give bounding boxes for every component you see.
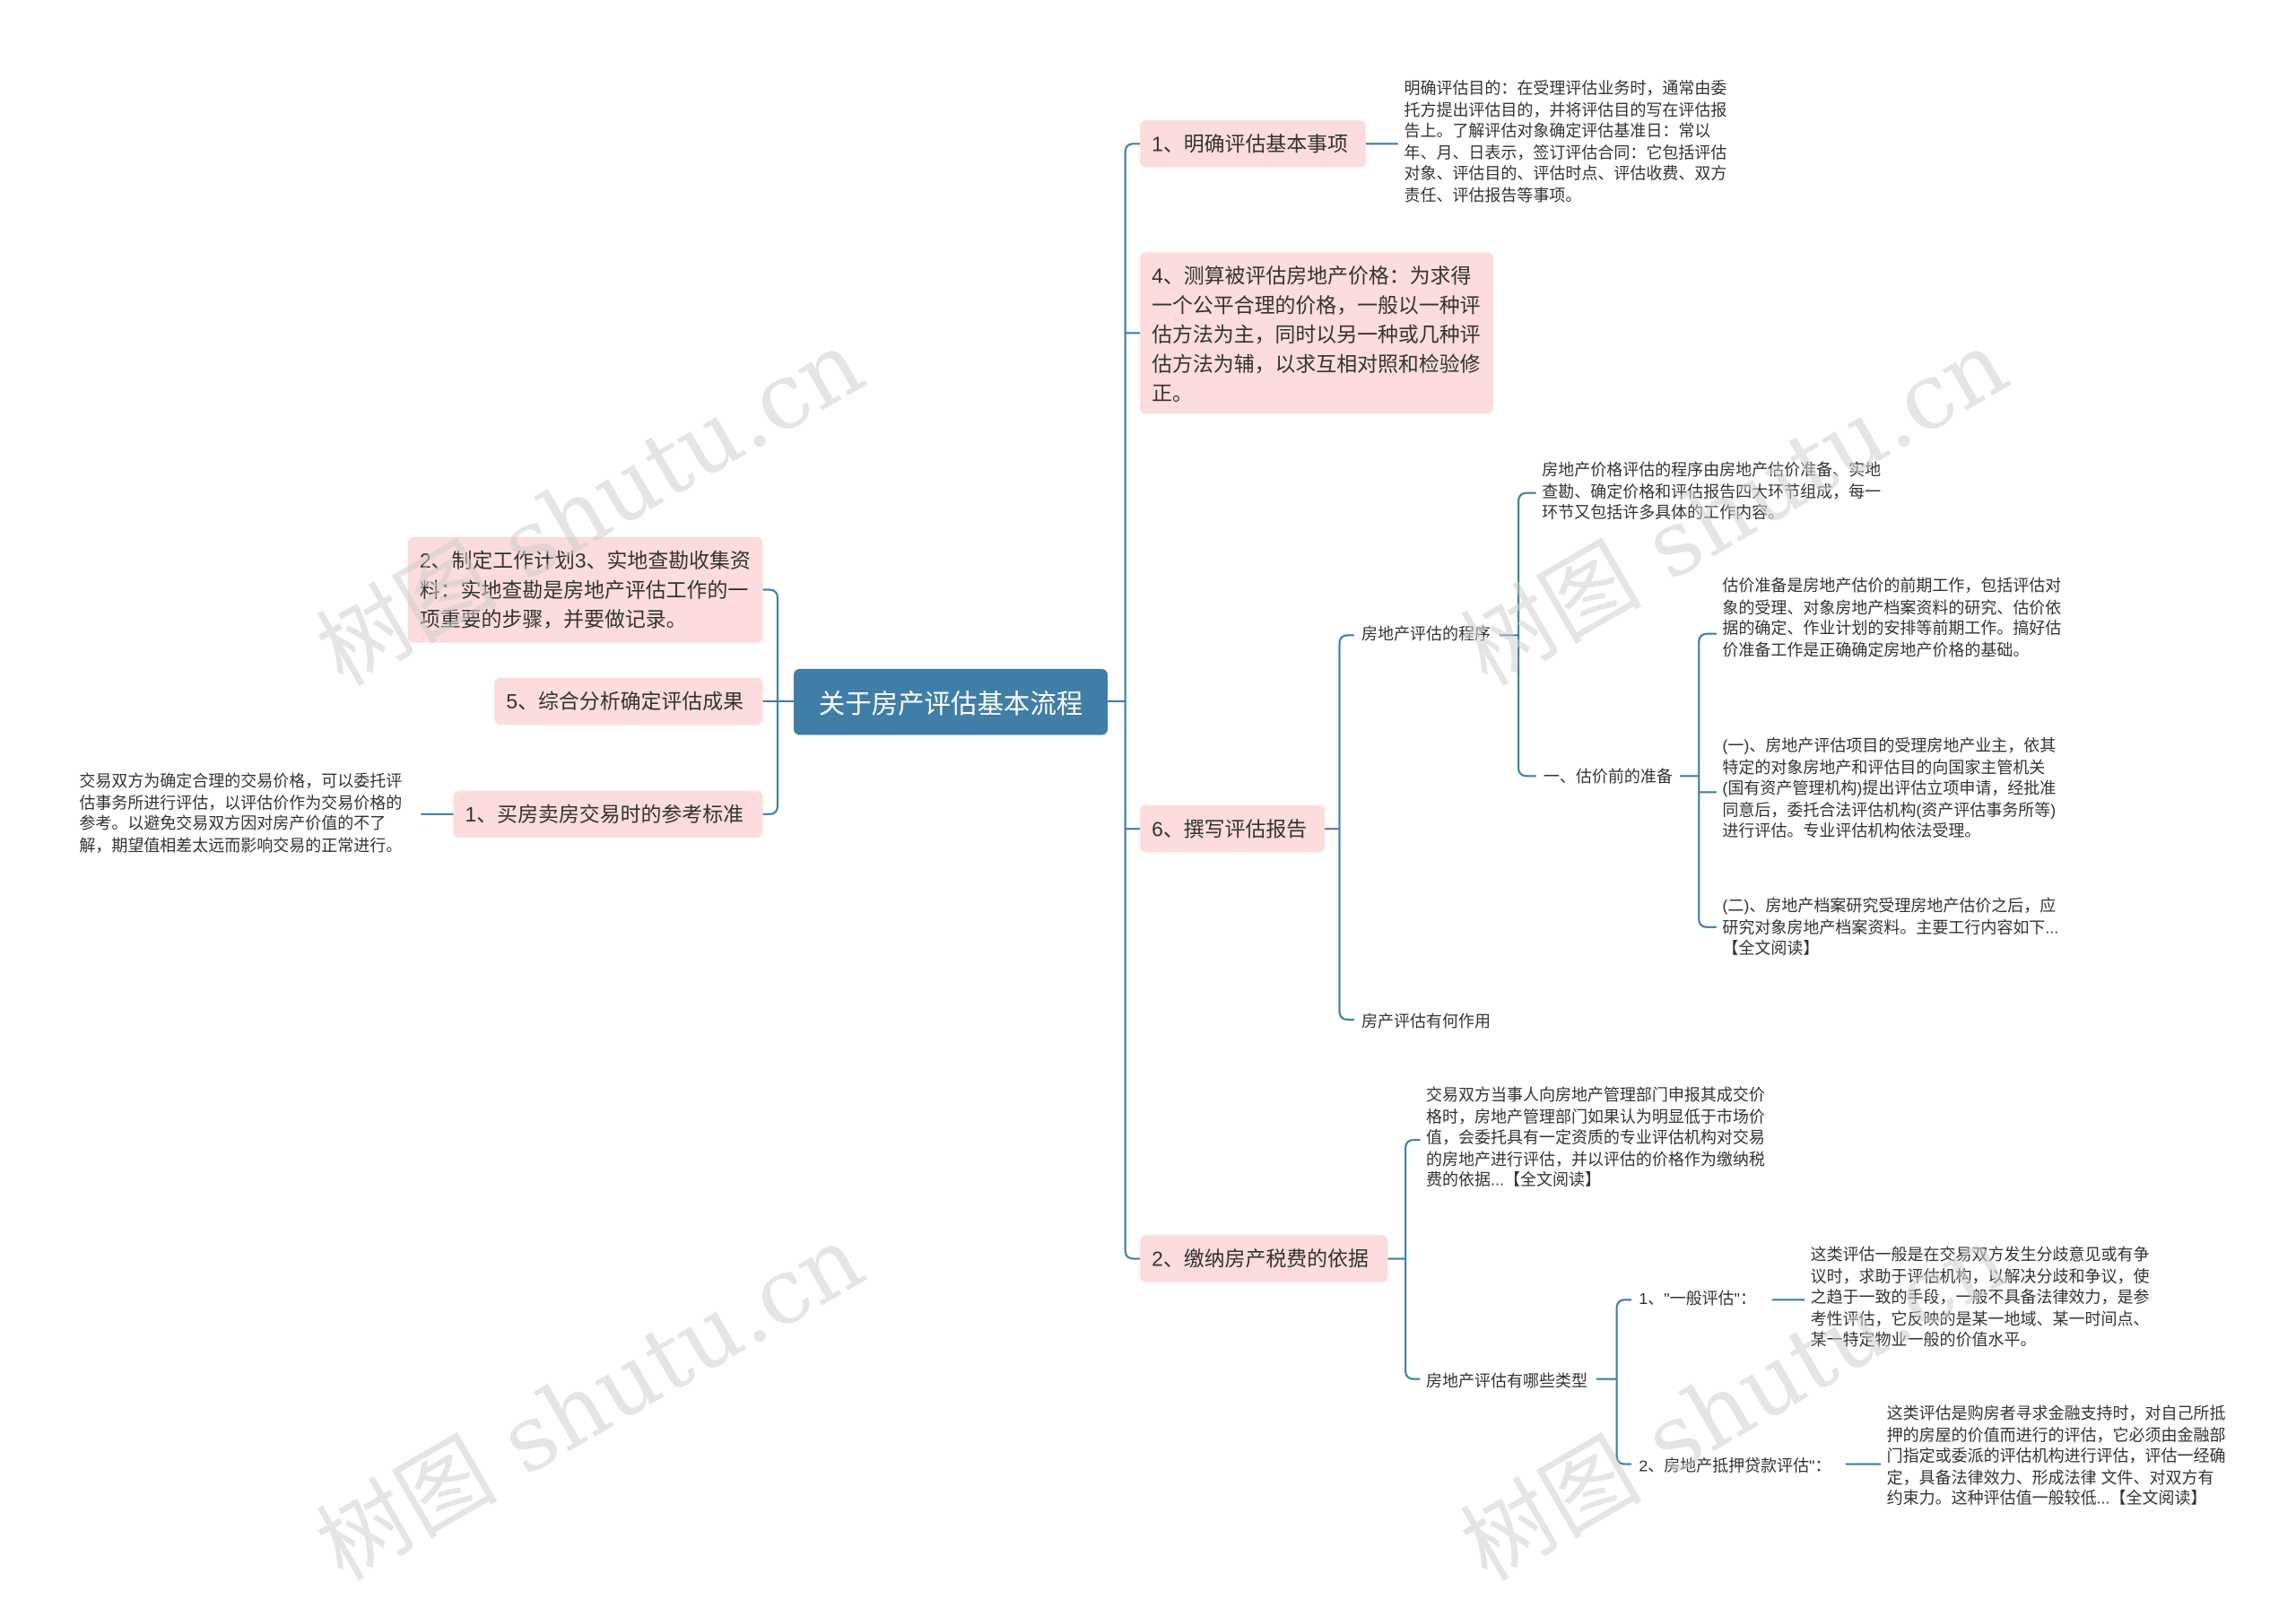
note-general-appraisal: 这类评估一般是在交易双方发生分歧意见或有争议时，求助于评估机构，以解决分歧和争议…	[1810, 1247, 2150, 1351]
topic-buy-sell-reference[interactable]: 1、买房卖房交易时的参考标准	[453, 790, 763, 839]
topic-analyze-result[interactable]: 5、综合分析确定评估成果	[494, 677, 763, 726]
note-prep-2: (一)、房地产评估项目的受理房地产业主，依其特定的对象房地产和评估目的向国家主管…	[1722, 737, 2057, 841]
connector-types-trunk	[1615, 1299, 1632, 1465]
note-procedure: 房地产价格评估的程序由房地产估价准备、实地查勘、确定价格和评估报告四大环节组成，…	[1542, 462, 1882, 523]
note-tax-basis: 交易双方当事人向房地产管理部门申报其成交价格时，房地产管理部门如果认为明显低于市…	[1425, 1087, 1765, 1191]
topic-plan-and-survey[interactable]: 2、制定工作计划3、实地查勘收集资料：实地查勘是房地产评估工作的一项重要的步骤，…	[407, 536, 763, 643]
topic-tax-basis[interactable]: 2、缴纳房产税费的依据	[1140, 1235, 1388, 1282]
topic-clarify-basics[interactable]: 1、明确评估基本事项	[1140, 120, 1366, 168]
connector-tax-trunk	[1405, 1138, 1421, 1380]
note-prep-1: 估价准备是房地产估价的前期工作，包括评估对象的受理、对象房地产档案资料的研究、估…	[1722, 578, 2062, 660]
connector-prep-trunk	[1698, 632, 1717, 928]
note-clarify-basics: 明确评估目的：在受理评估业务时，通常由委托方提出评估目的，并将评估目的写在评估报…	[1404, 80, 1727, 205]
connector-report-trunk	[1338, 634, 1354, 1021]
topic-write-report[interactable]: 6、撰写评估报告	[1140, 805, 1326, 853]
label-mortgage-appraisal[interactable]: 2、房地产抵押贷款评估"：	[1639, 1457, 1831, 1476]
note-mortgage-appraisal: 这类评估是购房者寻求金融支持时，对自己所抵押的房屋的价值而进行的评估，它必须由金…	[1886, 1405, 2226, 1509]
topic-calculate-price[interactable]: 4、测算被评估房地产价格：为求得一个公平合理的价格，一般以一种评估方法为主，同时…	[1140, 252, 1494, 414]
note-buy-sell: 交易双方为确定合理的交易价格，可以委托评估事务所进行评估，以评估价作为交易价格的…	[79, 773, 403, 856]
label-procedure[interactable]: 房地产评估的程序	[1361, 626, 1491, 645]
connector-procedure-trunk	[1517, 491, 1536, 778]
label-usage[interactable]: 房产评估有何作用	[1361, 1013, 1491, 1031]
root-topic[interactable]: 关于房产评估基本流程	[793, 668, 1109, 735]
connector-right-trunk	[1124, 143, 1141, 1260]
note-prep-3: (二)、房地产档案研究受理房地产估价之后，应研究对象房地产档案资料。主要工行内容…	[1722, 898, 2059, 959]
label-general-appraisal[interactable]: 1、"一般评估"：	[1639, 1291, 1756, 1309]
label-appraisal-types[interactable]: 房地产评估有哪些类型	[1425, 1373, 1587, 1391]
label-pre-appraisal-prep[interactable]: 一、估价前的准备	[1543, 769, 1673, 787]
